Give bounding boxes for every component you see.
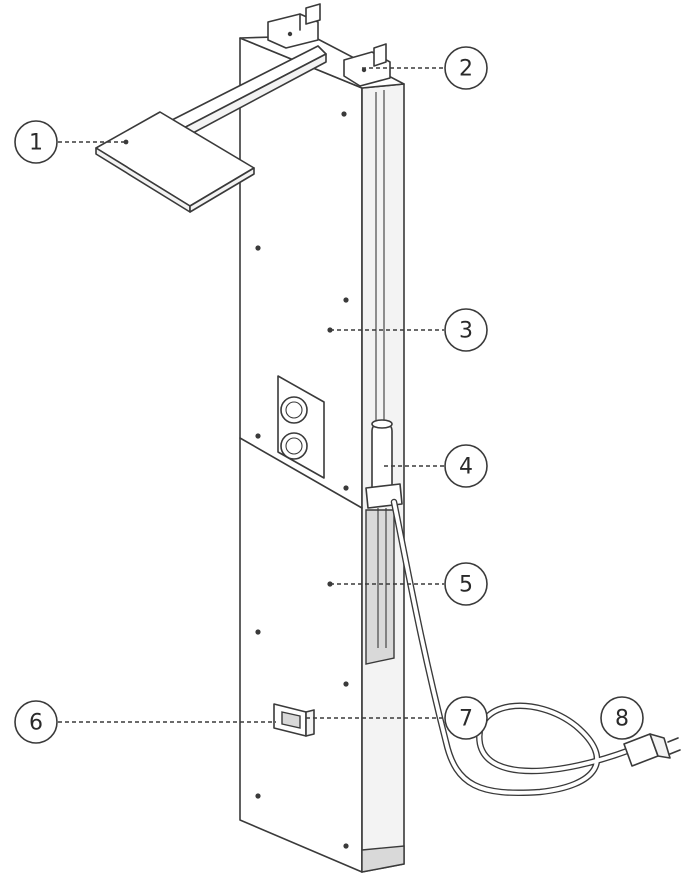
screw	[343, 843, 349, 849]
callout-8: 8	[600, 696, 644, 740]
control-knob-lower	[280, 432, 308, 460]
callout-4: 4	[444, 444, 488, 488]
callout-7-label: 7	[459, 707, 473, 732]
callout-5-label: 5	[459, 573, 473, 598]
shower-head-plate	[95, 111, 255, 207]
callout-2-label: 2	[459, 57, 473, 82]
screw	[255, 433, 261, 439]
screw	[343, 297, 349, 303]
callout-7: 7	[444, 696, 488, 740]
control-knob-upper	[280, 396, 308, 424]
callout-5: 5	[444, 562, 488, 606]
rain-shower-head	[95, 111, 255, 213]
callout-2: 2	[444, 46, 488, 90]
callout-6: 6	[14, 700, 58, 744]
callout-6-label: 6	[29, 711, 43, 736]
panel-seam	[239, 437, 363, 509]
panel-foot	[361, 845, 405, 873]
power-plug	[623, 733, 681, 767]
screw	[341, 111, 347, 117]
callout-4-label: 4	[459, 455, 473, 480]
screw	[255, 629, 261, 635]
screw	[343, 485, 349, 491]
plug-pin	[667, 737, 679, 743]
handshower-recess	[365, 509, 395, 665]
mixer-control	[277, 375, 325, 479]
callout-3-label: 3	[459, 319, 473, 344]
screw	[343, 681, 349, 687]
screw	[255, 245, 261, 251]
switch-box	[273, 703, 315, 737]
screw	[255, 793, 261, 799]
leader-lines	[58, 67, 444, 723]
plug-pin	[669, 749, 681, 755]
callout-1-label: 1	[29, 131, 43, 156]
callout-1: 1	[14, 120, 58, 164]
callout-3: 3	[444, 308, 488, 352]
callout-8-label: 8	[615, 707, 629, 732]
mounting-brackets	[267, 3, 391, 87]
